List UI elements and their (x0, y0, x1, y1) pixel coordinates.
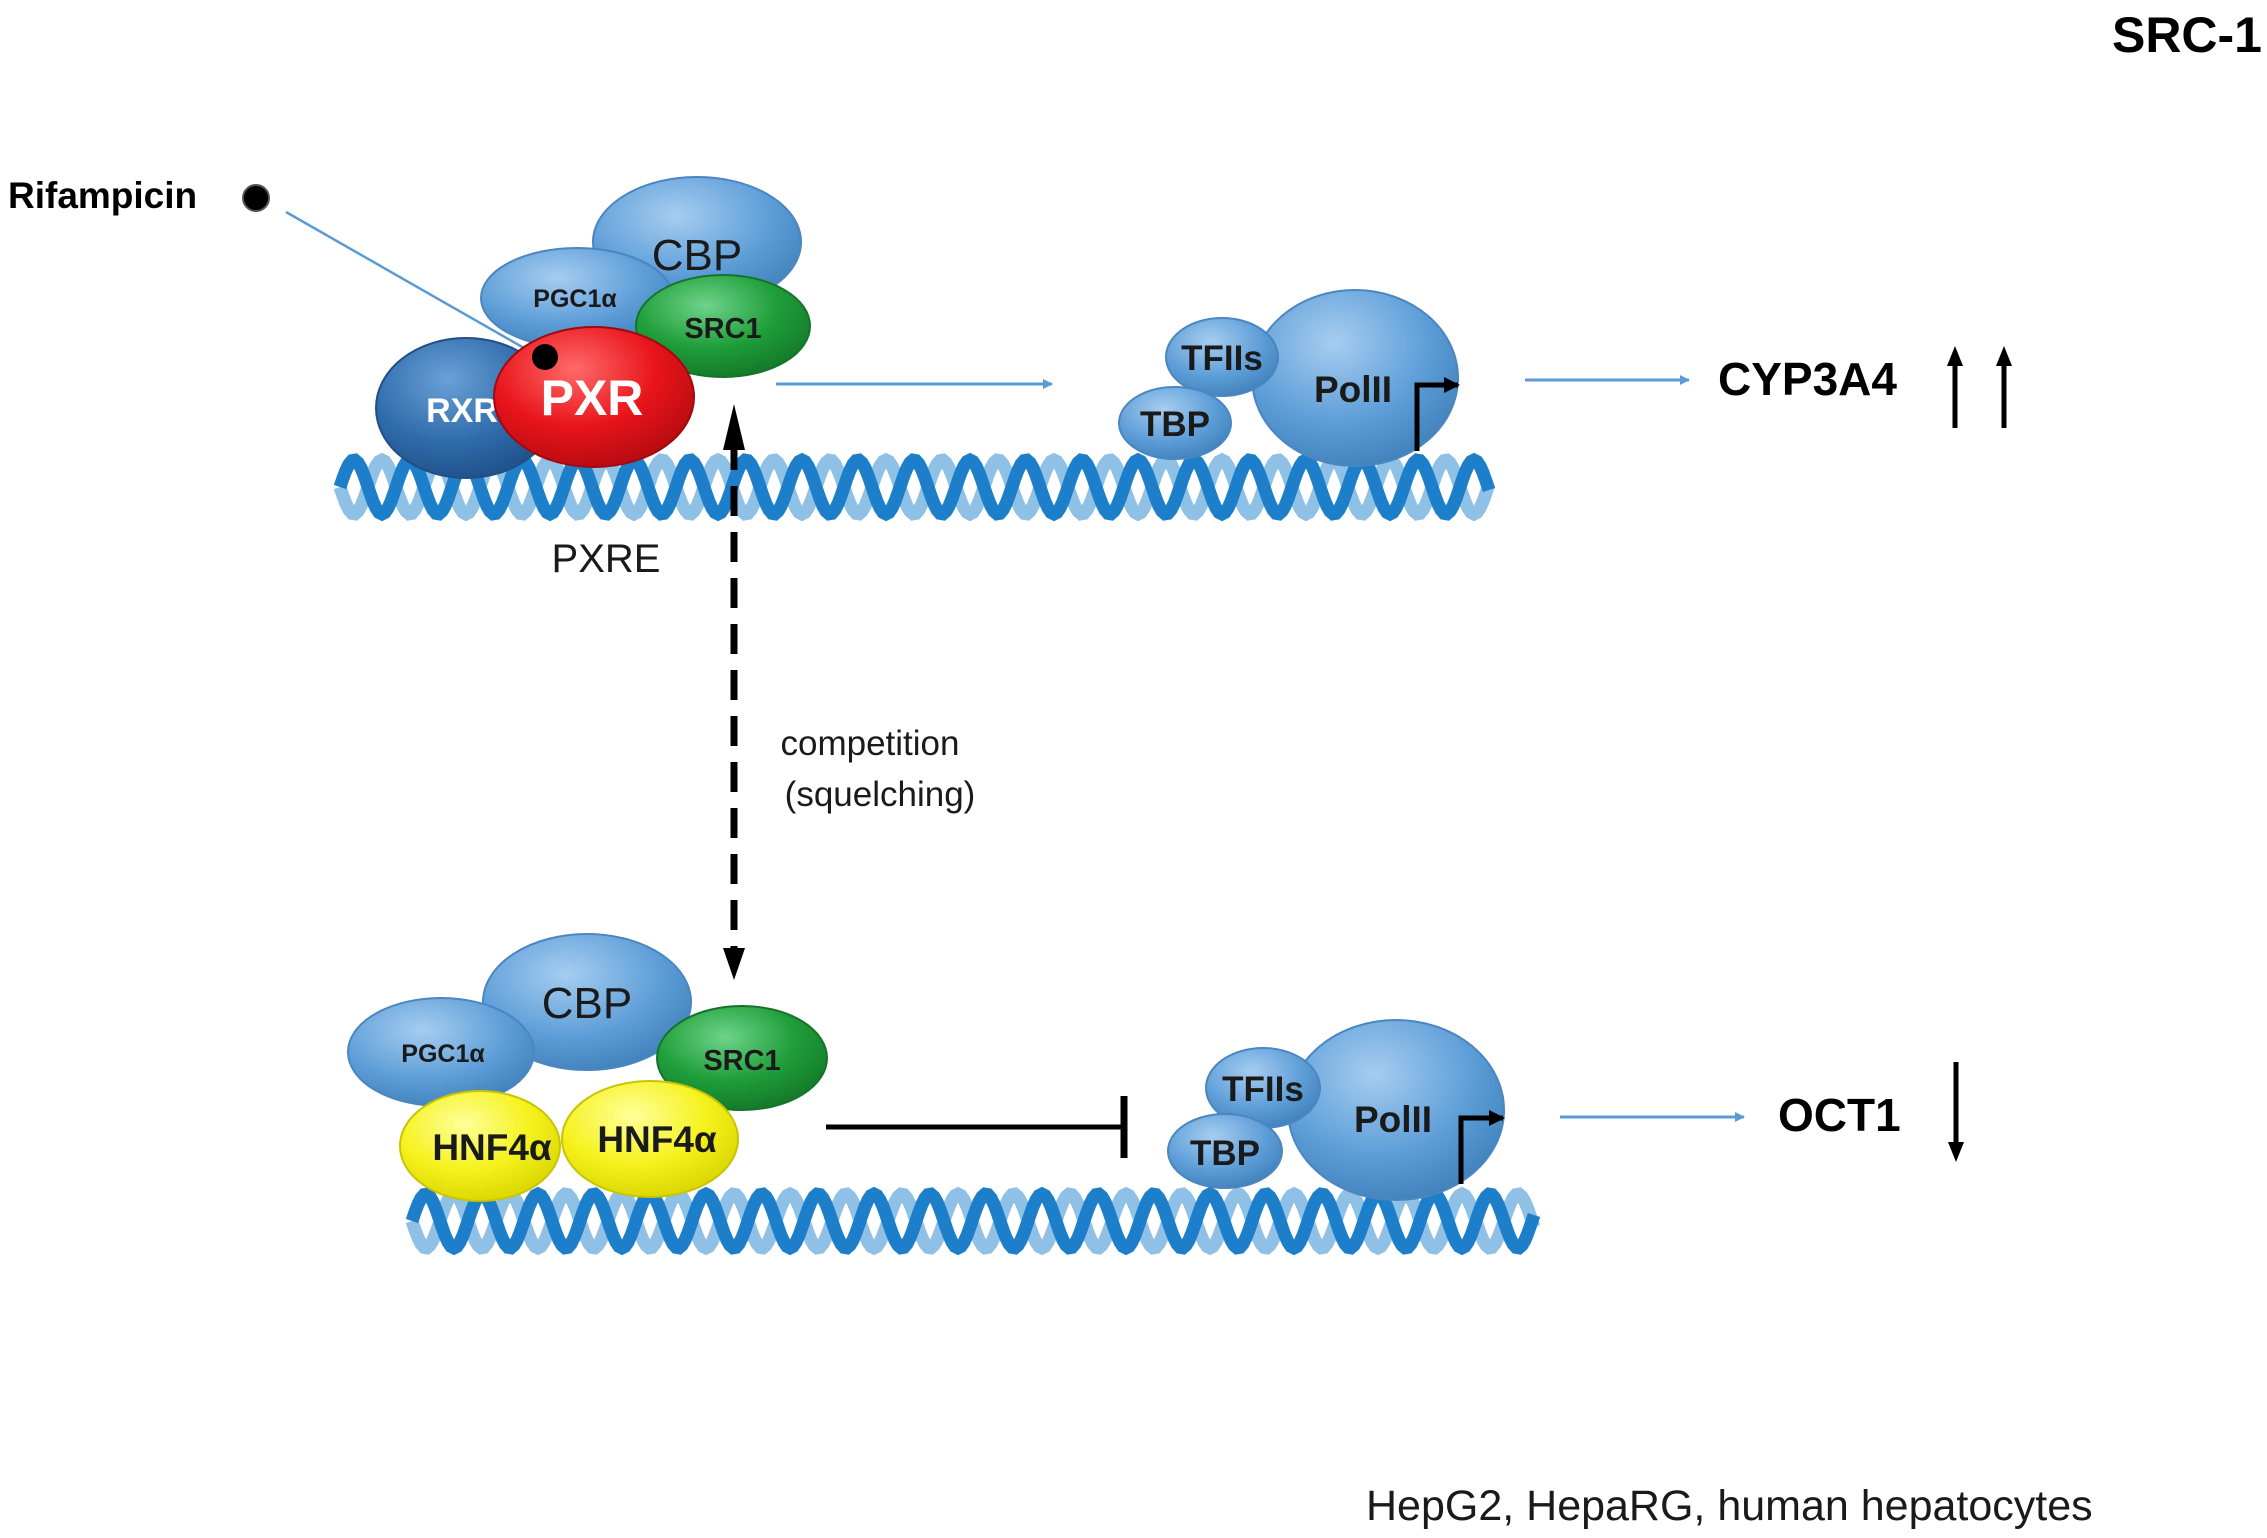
dna-strand-dark (405, 1186, 1541, 1256)
tbp-label-bottom: TBP (1190, 1134, 1260, 1173)
src1-label-bottom: SRC1 (703, 1045, 780, 1077)
rxr-label: RXR (426, 392, 498, 430)
tbp-label: TBP (1140, 405, 1210, 444)
cbp-label-bottom: CBP (542, 979, 632, 1028)
cbp-label: CBP (652, 231, 742, 280)
polii-label: PolII (1314, 369, 1392, 410)
hnf4a-label-left: HNF4α (432, 1127, 552, 1168)
src1-protein (635, 274, 811, 378)
dna-strand-dark (333, 452, 1496, 522)
figure-title: SRC-1 (2112, 7, 2262, 63)
ligand-binding-line (285, 210, 525, 350)
competition-label: competition (781, 724, 960, 763)
polii-label-bottom: PolII (1354, 1099, 1432, 1140)
dna-helix-top (333, 452, 1496, 522)
tbp-protein (1118, 386, 1232, 460)
pgc1a-label: PGC1α (533, 285, 617, 313)
inhibition-bar-icon (826, 1096, 1128, 1158)
top-coactivator-complex: CBP PGC1α SRC1 RXR PXR (375, 176, 811, 479)
tfiis-protein (1165, 317, 1279, 397)
cbp-protein-bottom (482, 933, 692, 1071)
top-promoter-complex: PolII TFIIs TBP (1118, 289, 1460, 467)
src1-label: SRC1 (684, 313, 761, 345)
cell-models-footnote: HepG2, HepaRG, human hepatocytes (1366, 1482, 2093, 1530)
tss-arrow-icon-bottom (1458, 1110, 1505, 1184)
ligand-dot-icon (242, 184, 270, 212)
cyp3a4-label: CYP3A4 (1718, 353, 1897, 405)
bottom-coactivator-complex: CBP PGC1α SRC1 HNF4α HNF4α (347, 933, 828, 1202)
hnf4a-protein-left (399, 1090, 561, 1202)
hnf4a-label-right: HNF4α (597, 1119, 717, 1160)
squelching-label: (squelching) (785, 775, 976, 814)
bottom-promoter-complex: PolII TFIIs TBP (1167, 1019, 1505, 1201)
hnf4a-protein-right (561, 1080, 739, 1198)
tss-arrow-icon (1414, 377, 1460, 451)
pgc1a-label-bottom: PGC1α (401, 1040, 485, 1068)
tfiis-label: TFIIs (1181, 339, 1263, 378)
bound-ligand-dot-icon (532, 344, 558, 370)
dna-strand-light (333, 452, 1496, 522)
tfiis-label-bottom: TFIIs (1222, 1070, 1304, 1109)
pxr-label: PXR (541, 370, 644, 426)
competition-arrow (723, 404, 745, 980)
rifampicin-label: Rifampicin (8, 175, 197, 216)
pxre-label: PXRE (552, 537, 661, 581)
dna-helix-bottom (405, 1186, 1541, 1256)
tbp-protein-bottom (1167, 1113, 1283, 1189)
oct1-label: OCT1 (1778, 1089, 1901, 1141)
src1-protein-bottom (656, 1005, 828, 1111)
